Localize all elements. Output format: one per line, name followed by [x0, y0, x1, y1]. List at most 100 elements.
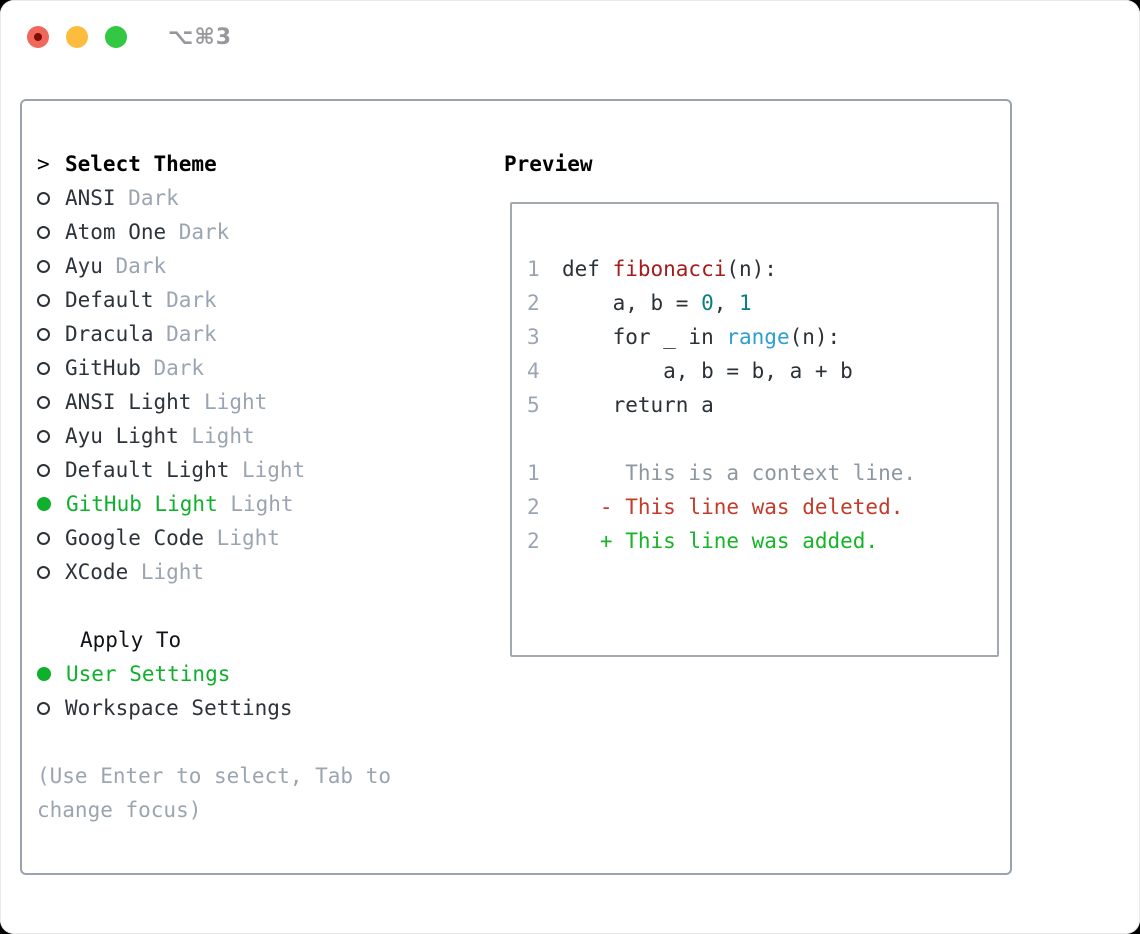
theme-variant: Dark	[128, 186, 179, 210]
window-title: ⌥⌘3	[168, 24, 233, 50]
select-theme-header: > Select Theme	[37, 147, 477, 181]
line-number: 1	[527, 257, 540, 281]
code-token: 0	[701, 291, 714, 315]
radio-icon	[37, 429, 50, 443]
theme-name: Default	[65, 288, 154, 312]
theme-variant: Dark	[115, 254, 167, 278]
spacer	[37, 725, 477, 759]
radio-icon	[37, 463, 50, 477]
apply-option-label: Workspace Settings	[65, 696, 293, 720]
code-token: ,	[713, 291, 740, 315]
code-token: 1	[739, 291, 752, 315]
theme-option-dracula[interactable]: Dracula Dark	[37, 317, 477, 351]
theme-option-xcode[interactable]: XCode Light	[37, 555, 477, 589]
theme-name: ANSI Light	[65, 390, 192, 414]
theme-name: Dracula	[65, 322, 154, 346]
line-number: 5	[527, 393, 540, 417]
theme-variant: Dark	[166, 322, 217, 346]
radio-icon	[37, 327, 50, 341]
theme-variant: Dark	[178, 220, 230, 244]
code-line-content: return a	[562, 393, 714, 417]
radio-selected-icon	[37, 667, 51, 681]
theme-name: Ayu Light	[65, 424, 179, 448]
line-number: 2	[527, 529, 540, 553]
code-token: range	[726, 325, 790, 349]
close-dot-icon	[34, 33, 42, 41]
theme-variant: Light	[140, 560, 205, 584]
code-token: for _ in	[562, 325, 727, 349]
code-token: fibonacci	[612, 257, 727, 281]
code-line-content: a, b = b, a + b	[562, 359, 853, 383]
code-line: 5 return a	[527, 388, 997, 422]
radio-selected-icon	[37, 497, 51, 511]
theme-variant: Dark	[166, 288, 217, 312]
code-line: 3 for _ in range(n):	[527, 320, 997, 354]
zoom-button[interactable]	[105, 26, 127, 48]
code-token: a, b =	[562, 291, 702, 315]
line-number: 2	[527, 291, 540, 315]
code-token: - This line was deleted.	[562, 495, 904, 519]
radio-icon	[37, 293, 50, 307]
code-line	[527, 422, 997, 456]
code-line: 2 + This line was added.	[527, 524, 997, 558]
apply-option-user-settings[interactable]: User Settings	[37, 657, 477, 691]
radio-icon	[37, 531, 50, 545]
code-token: a, b = b, a + b	[562, 359, 853, 383]
apply-option-workspace-settings[interactable]: Workspace Settings	[37, 691, 477, 725]
radio-icon	[37, 259, 50, 273]
cursor-caret-icon: >	[37, 152, 50, 176]
preview-title: Preview	[504, 152, 593, 176]
apply-to-header: Apply To	[80, 628, 182, 652]
line-number: 1	[527, 461, 540, 485]
theme-option-ansi-light[interactable]: ANSI Light Light	[37, 385, 477, 419]
line-number: 3	[527, 325, 540, 349]
theme-variant: Light	[204, 390, 268, 414]
code-line-content: + This line was added.	[562, 529, 878, 553]
theme-name: Atom One	[65, 220, 167, 244]
code-line: 1 This is a context line.	[527, 456, 997, 490]
radio-icon	[37, 565, 50, 579]
code-token: + This line was added.	[562, 529, 879, 553]
theme-name: Google Code	[65, 526, 205, 550]
theme-option-atom-one[interactable]: Atom One Dark	[37, 215, 477, 249]
code-line: 4 a, b = b, a + b	[527, 354, 997, 388]
radio-icon	[37, 225, 50, 239]
code-line-content: for _ in range(n):	[562, 325, 841, 349]
radio-icon	[37, 395, 50, 409]
radio-icon	[37, 361, 50, 375]
minimize-button[interactable]	[66, 26, 88, 48]
theme-name: XCode	[65, 560, 129, 584]
theme-name: Default Light	[65, 458, 230, 482]
code-token: This is a context line.	[562, 461, 917, 485]
code-line: 2 a, b = 0, 1	[527, 286, 997, 320]
hint-text-line2: change focus)	[37, 798, 202, 822]
theme-option-default[interactable]: Default Dark	[37, 283, 477, 317]
code-line: 2 - This line was deleted.	[527, 490, 997, 524]
code-line-content: This is a context line.	[562, 461, 916, 485]
code-token: (n):	[726, 257, 777, 281]
window-titlebar: ⌥⌘3	[27, 24, 233, 50]
code-line-content: - This line was deleted.	[562, 495, 903, 519]
apply-option-label: User Settings	[66, 662, 231, 686]
radio-icon	[37, 701, 50, 715]
hint-text-line1: (Use Enter to select, Tab to	[37, 764, 392, 788]
radio-icon	[37, 191, 50, 205]
select-theme-label: Select Theme	[65, 152, 217, 176]
code-token: return a	[562, 393, 714, 417]
spacer	[37, 589, 477, 623]
close-button[interactable]	[27, 26, 49, 48]
theme-variant: Dark	[153, 356, 205, 380]
theme-name: GitHub Light	[66, 492, 218, 516]
